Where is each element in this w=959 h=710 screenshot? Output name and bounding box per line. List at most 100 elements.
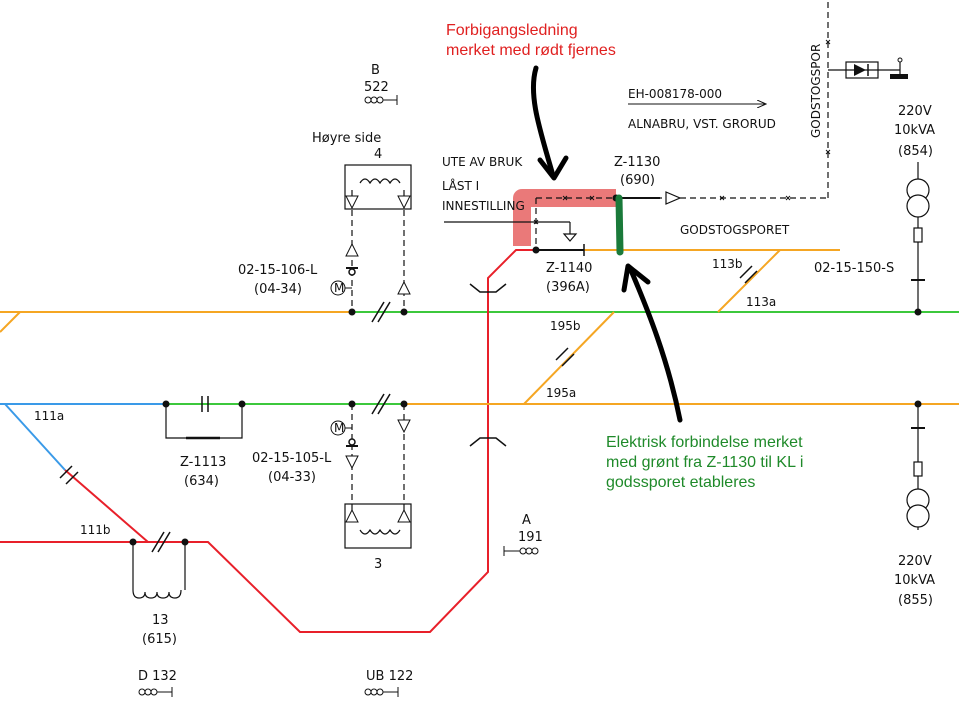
feeder-x-marks bbox=[533, 39, 831, 225]
label-113a: 113a bbox=[746, 295, 776, 309]
hand-arrow-red-note-head bbox=[537, 155, 569, 181]
label-a-num: 191 bbox=[518, 530, 543, 545]
label-195a: 195a bbox=[546, 386, 576, 400]
insulator-lower-main bbox=[371, 393, 391, 415]
diode-icon bbox=[854, 64, 866, 76]
label-111b: 111b bbox=[80, 523, 111, 537]
label-motor-upper: M bbox=[334, 281, 344, 295]
triangle-feeder-end bbox=[665, 191, 682, 205]
label-z1113-num: (634) bbox=[184, 474, 219, 489]
label-b: B bbox=[371, 63, 380, 78]
switch-3-tri-r2 bbox=[397, 419, 411, 434]
label-eh-code: EH-008178-000 bbox=[628, 87, 722, 101]
label-tr-top-num: (854) bbox=[898, 144, 933, 159]
node-242-404 bbox=[238, 400, 246, 408]
crossing-bracket-upper bbox=[469, 283, 507, 293]
track-blue-diagonal bbox=[4, 403, 66, 471]
track-orange-upper-left bbox=[0, 311, 21, 333]
label-innestilling: INNESTILLING bbox=[442, 199, 525, 213]
switch-4-motor-node bbox=[348, 268, 356, 276]
label-motor-lower: M bbox=[334, 421, 344, 435]
label-godstogsporet: GODSTOGSPORET bbox=[680, 223, 790, 237]
label-02-15-106: 02-15-106-L bbox=[238, 263, 318, 278]
switch-3-tri-l2 bbox=[345, 455, 359, 470]
label-b-num: 522 bbox=[364, 80, 389, 95]
insulator-111 bbox=[59, 465, 79, 485]
label-02-15-150: 02-15-150-S bbox=[814, 261, 894, 276]
coil-4 bbox=[359, 178, 401, 185]
label-ute-av-bruk: UTE AV BRUK bbox=[442, 155, 523, 169]
terminal-b522 bbox=[364, 95, 398, 105]
insulator-111b bbox=[151, 531, 171, 553]
label-z1140-num: (396A) bbox=[546, 280, 590, 295]
hand-arrow-red-note bbox=[530, 65, 555, 175]
switch-3-tri-r bbox=[397, 508, 411, 523]
label-02-15-105-num: (04-33) bbox=[268, 470, 316, 485]
note-red-line2: merket med rødt fjernes bbox=[446, 42, 616, 59]
insulator-113 bbox=[739, 265, 758, 284]
label-220v-bottom: 220V bbox=[898, 554, 932, 569]
node-185-542 bbox=[181, 538, 189, 546]
label-13-num: (615) bbox=[142, 632, 177, 647]
label-d132: D 132 bbox=[138, 669, 177, 684]
label-z1130: Z-1130 bbox=[614, 155, 660, 170]
label-tr-bottom-num: (855) bbox=[898, 593, 933, 608]
node-133-542 bbox=[129, 538, 137, 546]
switch-box-4 bbox=[344, 164, 412, 210]
label-kva-top: 10kVA bbox=[894, 123, 935, 138]
godstogspor-ground-node bbox=[897, 57, 903, 63]
fuse-bottom bbox=[913, 461, 923, 477]
note-red-line1: Forbigangsledning bbox=[446, 22, 578, 39]
fuse-top bbox=[913, 227, 923, 243]
terminal-ub122 bbox=[364, 687, 399, 697]
label-220v-top: 220V bbox=[898, 104, 932, 119]
label-godstogspor-vertical: GODSTOGSPOR bbox=[809, 44, 823, 138]
label-z1113: Z-1113 bbox=[180, 455, 226, 470]
node-918-404 bbox=[914, 400, 922, 408]
node-166-404 bbox=[162, 400, 170, 408]
label-switch-3: 3 bbox=[374, 557, 382, 572]
switch-4-tri-l2 bbox=[345, 242, 359, 257]
label-hoyre-num: 4 bbox=[374, 147, 382, 162]
switch-box-3 bbox=[344, 503, 412, 549]
label-kva-bottom: 10kVA bbox=[894, 573, 935, 588]
label-z1140: Z-1140 bbox=[546, 261, 592, 276]
label-02-15-105: 02-15-105-L bbox=[252, 451, 332, 466]
crossing-bracket-lower bbox=[469, 437, 507, 447]
label-195b: 195b bbox=[550, 319, 581, 333]
transformer-top-coil-2 bbox=[906, 194, 930, 218]
label-13: 13 bbox=[152, 613, 169, 628]
note-green-line1: Elektrisk forbindelse merket bbox=[606, 434, 803, 451]
label-02-15-106-num: (04-34) bbox=[254, 282, 302, 297]
switch-4-tri-r bbox=[397, 195, 411, 210]
switch-3-motor-node bbox=[348, 438, 356, 446]
note-green-line2: med grønt fra Z-1130 til KL i bbox=[606, 454, 803, 471]
green-connection-z1130-kl bbox=[615, 194, 624, 256]
label-111a: 111a bbox=[34, 409, 64, 423]
insulator-upper-main bbox=[371, 301, 391, 323]
insulator-195 bbox=[555, 347, 575, 367]
label-z1130-num: (690) bbox=[620, 173, 655, 188]
godstogspor-box bbox=[845, 61, 879, 79]
label-hoyre-side: Høyre side bbox=[312, 131, 381, 146]
node-404-312 bbox=[400, 308, 408, 316]
switch-4-tri-l bbox=[345, 195, 359, 210]
coil-13 bbox=[132, 589, 182, 599]
track-red-branch bbox=[0, 249, 536, 633]
terminal-a191 bbox=[503, 546, 539, 556]
label-ub122: UB 122 bbox=[366, 669, 413, 684]
switch-3-tri-l bbox=[345, 508, 359, 523]
label-a: A bbox=[522, 513, 531, 528]
terminal-d132 bbox=[138, 687, 173, 697]
switch-4-tri-r2 bbox=[397, 280, 411, 295]
hand-arrow-green-note bbox=[627, 265, 683, 423]
label-last-i: LÅST I bbox=[442, 178, 479, 193]
godstogspor-ground-block bbox=[890, 74, 908, 79]
red-highlight-removal bbox=[513, 189, 616, 246]
node-352-312 bbox=[348, 308, 356, 316]
node-918-312 bbox=[914, 308, 922, 316]
node-536-250 bbox=[532, 246, 540, 254]
ground-triangle bbox=[562, 233, 578, 242]
track-orange-113 bbox=[717, 249, 781, 313]
